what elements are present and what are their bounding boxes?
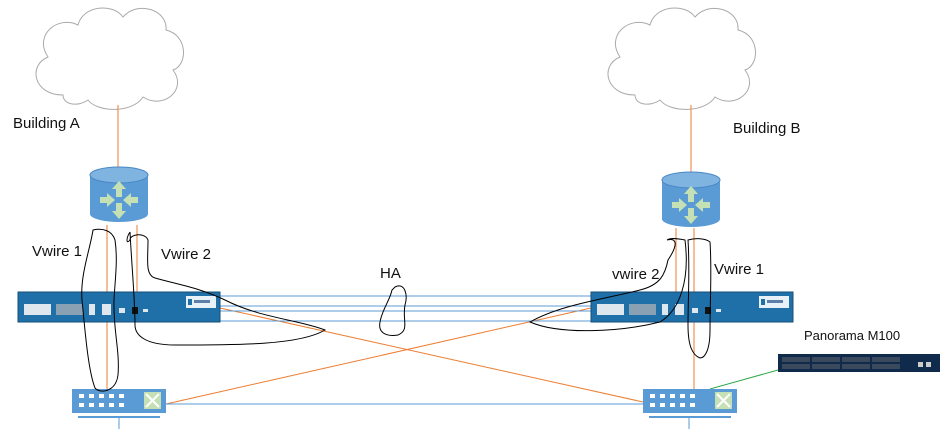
cloud-building-a [35,7,184,110]
switch-b [642,388,738,419]
switch-a [71,388,167,419]
vwire1-b-loop [687,238,712,359]
links [106,105,779,429]
hand-drawn-annotations [81,228,712,392]
vwire2-a-loop [126,231,327,346]
label-vwire2-b: vwire 2 [612,266,660,283]
vwire2-b-loop [528,238,687,332]
router-b [661,171,721,228]
label-building-b: Building B [733,120,801,137]
label-vwire1-b: Vwire 1 [714,261,765,278]
label-vwire1-a: Vwire 1 [32,243,83,260]
link-switch-a-fw-b [165,307,592,405]
vwire1-a-loop [81,228,119,392]
router-a [89,166,149,223]
link-fw-a-switch-b [219,307,644,403]
label-building-a: Building A [13,115,80,132]
panorama-m100-device [778,354,940,372]
label-ha: HA [380,265,401,282]
label-panorama: Panorama M100 [804,328,901,343]
firewall-b [590,291,794,323]
firewall-a [17,291,221,323]
cloud-building-b [607,7,756,110]
ha-loop [379,285,407,336]
label-vwire2-a: Vwire 2 [161,246,212,263]
link-switch-b-panorama [709,369,779,390]
